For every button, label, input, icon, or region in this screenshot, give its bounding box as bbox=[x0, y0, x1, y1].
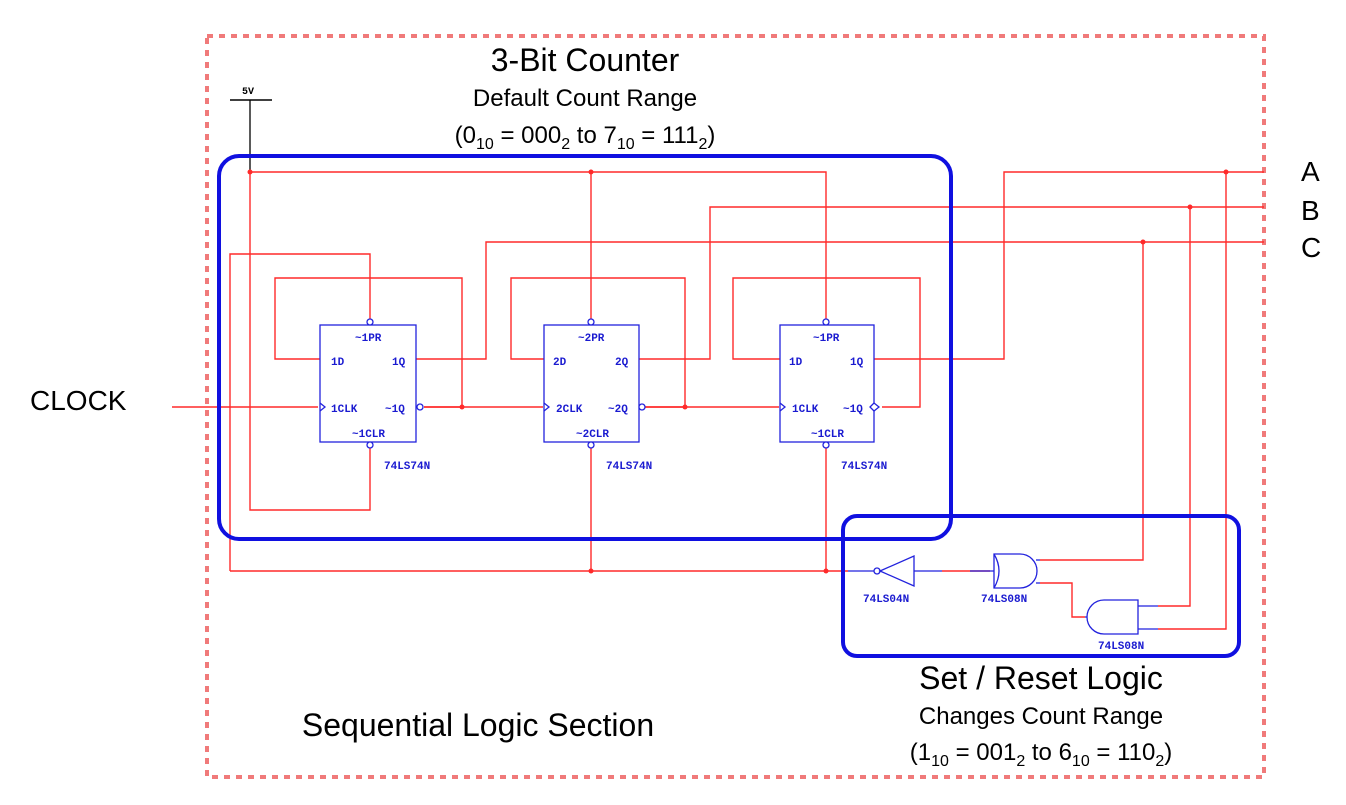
inverter-gate: 74LS04N bbox=[848, 555, 942, 606]
and-gate-1-body-icon bbox=[993, 553, 1038, 589]
flip-flop-3: ~1PR 1D 1Q 1CLK ~1Q ~1CLR 74LS74N bbox=[779, 318, 887, 473]
ff2-clk-label: 2CLK bbox=[556, 404, 583, 416]
ff2-nq-label: ~2Q bbox=[608, 404, 628, 416]
ff1-clr-label: ~1CLR bbox=[352, 429, 385, 441]
ff2-pr-bubble-icon bbox=[587, 318, 595, 326]
ff2-clr-bubble-icon bbox=[587, 441, 595, 449]
ff3-part-number: 74LS74N bbox=[841, 461, 887, 473]
ff3-pr-bubble-icon bbox=[822, 318, 830, 326]
counter-subtitle: Default Count Range bbox=[473, 85, 697, 112]
and-gate-1-part-number: 74LS08N bbox=[981, 594, 1027, 606]
ff3-clock-triangle-icon bbox=[779, 402, 787, 412]
ff1-q-label: 1Q bbox=[392, 357, 406, 369]
ff1-pr-label: ~1PR bbox=[355, 333, 382, 345]
ff2-clock-triangle-icon bbox=[543, 402, 551, 412]
ff3-clr-bubble-icon bbox=[822, 441, 830, 449]
supply-label: 5V bbox=[242, 87, 254, 98]
flip-flop-1: ~1PR 1D 1Q 1CLK ~1Q ~1CLR 74LS74N bbox=[319, 318, 430, 473]
set-reset-group-box bbox=[841, 514, 1241, 658]
and-gate-2-part-number: 74LS08N bbox=[1098, 641, 1144, 653]
ff2-pr-label: ~2PR bbox=[578, 333, 605, 345]
and-gate-2-body-icon bbox=[1086, 599, 1139, 635]
ff2-q-label: 2Q bbox=[615, 357, 629, 369]
inverter-triangle-icon bbox=[878, 555, 915, 587]
wires bbox=[172, 99, 1264, 630]
output-c-label: C bbox=[1301, 232, 1321, 263]
ff3-clr-label: ~1CLR bbox=[811, 429, 844, 441]
ff3-clk-label: 1CLK bbox=[792, 404, 819, 416]
junction-dots bbox=[247, 169, 1229, 574]
ff2-part-number: 74LS74N bbox=[606, 461, 652, 473]
flip-flop-2: ~2PR 2D 2Q 2CLK ~2Q ~2CLR 74LS74N bbox=[543, 318, 652, 473]
ff1-part-number: 74LS74N bbox=[384, 461, 430, 473]
ff3-q-label: 1Q bbox=[850, 357, 864, 369]
ff1-clr-bubble-icon bbox=[366, 441, 374, 449]
ff1-clock-triangle-icon bbox=[319, 402, 327, 412]
ff3-pr-label: ~1PR bbox=[813, 333, 840, 345]
inverter-part-number: 74LS04N bbox=[863, 594, 909, 606]
ff1-pr-bubble-icon bbox=[366, 318, 374, 326]
sequential-logic-boundary bbox=[205, 34, 1266, 779]
ff2-d-label: 2D bbox=[553, 357, 567, 369]
and-gate-1: 74LS08N bbox=[970, 553, 1040, 606]
counter-range: (010 = 0002 to 710 = 1112) bbox=[455, 122, 716, 153]
set-reset-title: Set / Reset Logic bbox=[919, 660, 1163, 696]
ff1-d-label: 1D bbox=[331, 357, 345, 369]
ff1-clk-label: 1CLK bbox=[331, 404, 358, 416]
output-a-label: A bbox=[1301, 156, 1320, 187]
ff2-nq-bubble-icon bbox=[638, 403, 646, 411]
counter-group-box bbox=[217, 154, 953, 541]
set-reset-range: (110 = 0012 to 610 = 1102) bbox=[910, 739, 1173, 770]
clock-label: CLOCK bbox=[30, 385, 127, 416]
and-gate-2: 74LS08N bbox=[1085, 599, 1158, 653]
ff3-nq-label: ~1Q bbox=[843, 404, 863, 416]
ff1-nq-bubble-icon bbox=[416, 403, 424, 411]
counter-title: 3-Bit Counter bbox=[491, 42, 680, 78]
ff1-nq-label: ~1Q bbox=[385, 404, 405, 416]
set-reset-subtitle: Changes Count Range bbox=[919, 703, 1163, 730]
output-b-label: B bbox=[1301, 195, 1320, 226]
ff2-clr-label: ~2CLR bbox=[576, 429, 609, 441]
sequential-logic-label: Sequential Logic Section bbox=[302, 707, 654, 743]
ff3-d-label: 1D bbox=[789, 357, 803, 369]
ff3-nq-bubble-icon bbox=[869, 402, 881, 412]
